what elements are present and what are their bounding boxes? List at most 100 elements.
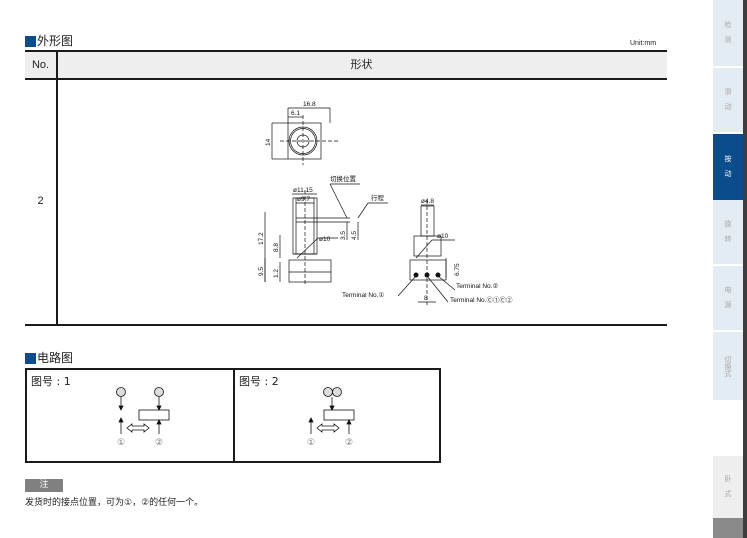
terminal-1-dot [413, 272, 419, 278]
terminal-c1-icon [116, 387, 126, 397]
terminal-1-label: Terminal No.① [342, 291, 384, 299]
double-arrow-icon [126, 423, 150, 433]
dim-4-5: 4.5 [351, 231, 358, 240]
terminal-2-label: Terminal No.② [456, 282, 498, 290]
scrollbar[interactable] [743, 0, 747, 538]
sidebar-char: 式 [724, 490, 732, 498]
circuit-section-title: 电路图 [25, 351, 73, 365]
sidebar-item-rotary[interactable]: 旋 转 [713, 200, 743, 264]
sidebar-footer [713, 518, 743, 538]
dim-9-5: 9.5 [258, 267, 265, 276]
t1-arrowhead [308, 417, 314, 423]
dim-6-75: 6.75 [454, 263, 461, 276]
leader-terminal-c [426, 275, 449, 303]
terminal-c1-icon [323, 387, 333, 397]
dim-8: 8 [424, 295, 428, 302]
terminal-c-dot [424, 272, 430, 278]
top-view: 16.8 6.1 14 [265, 101, 338, 165]
dim-16-8: 16.8 [303, 101, 316, 108]
terminal-1-mark: ① [307, 438, 315, 448]
dim-14: 14 [265, 138, 272, 146]
sidebar-item-slide[interactable]: 滑 动 [713, 68, 743, 132]
label-stroke: 行程 [371, 193, 385, 202]
outline-title-text: 外形图 [37, 34, 74, 48]
terminal-2-mark: ② [155, 438, 163, 448]
double-arrow-icon [316, 423, 340, 433]
column-divider [56, 50, 58, 326]
dim-8-8: 8.8 [273, 243, 280, 252]
circuit-title-text: 电路图 [37, 351, 74, 365]
dim-17-2: 17.2 [258, 232, 265, 245]
dim-3-5: 3.5 [340, 231, 347, 240]
sidebar-item-horizontal[interactable]: 卧 式 [713, 456, 743, 518]
sidebar-char: 切换式 [724, 355, 732, 377]
c2-arrowhead [156, 405, 162, 411]
dim-6-1: 6.1 [291, 110, 300, 117]
sidebar-char: 卧 [724, 475, 732, 483]
row-number: 2 [37, 195, 44, 207]
note-text: 发货时的接点位置，可为①，②的任何一个。 [25, 498, 204, 508]
circuit-1-label: 图号 : 1 [31, 375, 71, 388]
label-switch-position: 切换位置 [330, 174, 357, 183]
c1-arrowhead [118, 405, 124, 411]
dim-dia-9-7: ø9.7 [297, 196, 310, 203]
sidebar-item-push[interactable]: 按 动 [713, 134, 743, 200]
outline-drawing: 16.8 6.1 14 ø [258, 101, 513, 305]
side-view: ø11.15 ø9.7 ø10 切换位置 行程 17.2 8.8 9.5 1.2… [258, 174, 388, 285]
dim-dia-11-15: ø11.15 [293, 187, 313, 194]
table-bottom-rule [25, 324, 667, 326]
unit-label: Unit:mm [630, 40, 657, 47]
t2-arrowhead [156, 419, 162, 425]
dim-1-2: 1.2 [273, 269, 280, 278]
t2-arrowhead [346, 419, 352, 425]
front-stem [420, 205, 435, 237]
sidebar-char: 滑 [724, 88, 732, 96]
section-marker-icon [25, 352, 36, 364]
side-base [288, 259, 332, 283]
sidebar-char: 动 [724, 170, 732, 178]
sidebar-item-power[interactable]: 电 源 [713, 266, 743, 330]
terminal-c-label: Terminal No.Ⓒ①Ⓒ② [450, 296, 513, 304]
front-body [413, 235, 442, 257]
leader-terminal-1 [397, 275, 417, 297]
table-header: No. 形状 [25, 50, 667, 80]
t1-arrowhead [118, 417, 124, 423]
terminals [413, 272, 441, 278]
dim-dia-10: ø10 [319, 236, 331, 243]
sidebar-item-toggle[interactable]: 切换式 [713, 332, 743, 400]
sidebar-char: 源 [724, 301, 732, 309]
header-shape: 形状 [350, 58, 373, 71]
leader-dia10 [296, 237, 319, 259]
section-marker-icon [25, 35, 36, 47]
category-sidebar: 检 测 滑 动 按 动 旋 转 电 源 切换式 卧 式 [713, 0, 743, 538]
circuit-1-diagram: ① ② [116, 387, 170, 448]
terminal-c2-icon [154, 387, 164, 397]
leader-stroke [357, 202, 369, 219]
sidebar-item-detect[interactable]: 检 测 [713, 0, 743, 66]
circuit-divider [233, 370, 235, 461]
outline-table: No. 形状 2 16.8 6.1 14 [25, 50, 667, 326]
sidebar-char: 检 [724, 21, 732, 29]
sidebar-char: 旋 [724, 220, 732, 228]
leader-front-dia [415, 239, 433, 259]
circuit-table: 图号 : 1 图号 : 2 ① ② ① ② [25, 368, 441, 463]
terminal-c2-icon [332, 387, 342, 397]
circuit-2-diagram: ① ② [307, 387, 355, 448]
front-view: ø4.8 ø10 6.75 8 Terminal No.① Terminal N… [342, 198, 513, 305]
sidebar-char: 转 [724, 235, 732, 243]
terminal-2-dot [435, 272, 441, 278]
circuit-2-label: 图号 : 2 [239, 375, 279, 388]
contact-slider [138, 409, 170, 421]
header-no: No. [31, 59, 50, 71]
terminal-2-mark: ② [345, 438, 353, 448]
sidebar-char: 电 [724, 286, 732, 294]
sidebar-char: 动 [724, 103, 732, 111]
note-badge: 注 [25, 479, 63, 492]
dim-dia-4-8: ø4.8 [421, 198, 434, 205]
sidebar-char: 按 [724, 155, 732, 163]
contact-slider [323, 409, 355, 421]
leader-switch [329, 183, 348, 219]
leader-terminal-2 [437, 275, 456, 291]
outline-section-title: 外形图 [25, 34, 73, 48]
sidebar-char: 测 [724, 36, 732, 44]
